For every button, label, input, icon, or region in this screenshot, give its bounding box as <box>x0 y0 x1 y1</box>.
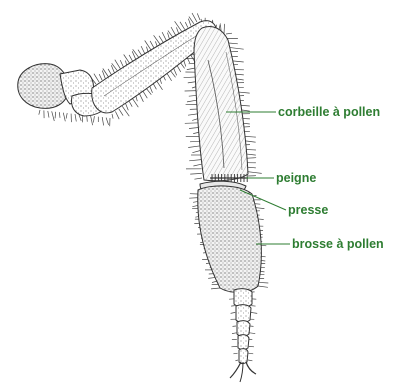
hair-bristle <box>112 63 118 71</box>
hair-bristle <box>159 36 163 43</box>
hair-bristle <box>189 160 201 161</box>
hair-bristle <box>231 312 236 313</box>
hair-bristle <box>102 117 103 125</box>
hair-bristle <box>66 113 67 119</box>
hair-bristle <box>122 106 129 116</box>
tibia <box>194 27 248 181</box>
hair-bristle <box>248 360 252 361</box>
hair-bristle <box>63 113 65 122</box>
hair-bristle <box>129 101 132 107</box>
hair-bristle <box>180 22 185 30</box>
hair-bristle <box>39 110 40 115</box>
hair-bristle <box>108 69 111 75</box>
hair-bristle <box>129 55 133 62</box>
hair-bristle <box>162 32 166 41</box>
hair-bristle <box>132 98 138 107</box>
hair-bristle <box>143 91 148 99</box>
hair-bristle <box>59 112 60 118</box>
hair-bristle <box>119 109 123 116</box>
hair-bristle <box>176 27 178 33</box>
hair-bristle <box>250 333 256 334</box>
tarsal-claw-mid <box>240 362 243 382</box>
hair-bristle <box>171 27 176 35</box>
hair-bristle <box>190 141 200 142</box>
hair-bristle <box>126 61 127 66</box>
hair-bristle <box>188 19 190 26</box>
hair-bristle <box>185 22 188 27</box>
hair-bristle <box>251 306 255 307</box>
hair-bristle <box>75 114 76 122</box>
label-brosse: brosse à pollen <box>292 237 384 251</box>
hair-bristle <box>193 164 201 166</box>
hair-bristle <box>258 282 269 283</box>
hair-bristle <box>120 60 123 67</box>
hair-bristle <box>192 150 200 152</box>
hair-bristle <box>115 60 121 69</box>
bee-hind-leg-illustration <box>18 13 269 382</box>
tarsus-segment-4 <box>238 335 249 350</box>
hair-bristle <box>194 178 202 179</box>
hair-bristle <box>197 13 200 20</box>
hair-bristle <box>231 306 235 307</box>
label-peigne: peigne <box>276 171 316 185</box>
tarsus-segment-3 <box>237 321 250 337</box>
hair-bristle <box>211 288 220 289</box>
hair-bristle <box>124 55 130 64</box>
hair-bristle <box>141 46 145 54</box>
hair-bristle <box>185 123 200 124</box>
hair-bristle <box>112 114 113 119</box>
hair-bristle <box>155 41 157 46</box>
hair-bristle <box>168 33 170 39</box>
hair-bristle <box>91 116 93 125</box>
tarsal-claw-right <box>246 362 256 374</box>
tarsal-claw-left <box>230 362 241 378</box>
hair-bristle <box>126 104 129 111</box>
hair-bristle <box>188 146 200 148</box>
tarsus-segment-2 <box>236 305 251 323</box>
hair-bristle <box>233 353 237 354</box>
hair-bristle <box>138 50 142 56</box>
hair-bristle <box>251 312 257 313</box>
hair-bristle <box>147 47 149 52</box>
hair-bristle <box>115 111 119 119</box>
hair-bristle <box>248 353 253 354</box>
hair-bristle <box>94 74 99 82</box>
label-presse: presse <box>288 203 328 217</box>
hair-bristle <box>224 24 225 34</box>
hair-bristle <box>150 41 154 48</box>
hair-bristle <box>156 80 162 90</box>
hair-bristle <box>103 69 108 77</box>
hair-bristle <box>99 74 102 80</box>
hair-bristle <box>133 49 139 57</box>
hair-bristle <box>106 118 109 125</box>
label-corbeille: corbeille à pollen <box>278 105 380 119</box>
hair-bristle <box>145 41 151 51</box>
tarsus-segment-5 <box>239 349 248 364</box>
hair-bristle <box>232 333 236 334</box>
hair-bristle <box>52 111 55 121</box>
hair-bristle <box>247 172 261 174</box>
hair-bristle <box>226 33 232 34</box>
hair-bristle <box>235 360 238 361</box>
hair-bristle <box>48 111 49 118</box>
hair-bristle <box>190 173 202 174</box>
hair-bristle <box>258 286 268 287</box>
basitarsus <box>198 186 262 292</box>
hair-bristle <box>55 112 56 119</box>
hair-bristle <box>192 13 197 22</box>
coxa <box>18 64 69 109</box>
hair-bristle <box>139 93 143 102</box>
hair-bristle <box>93 116 94 122</box>
